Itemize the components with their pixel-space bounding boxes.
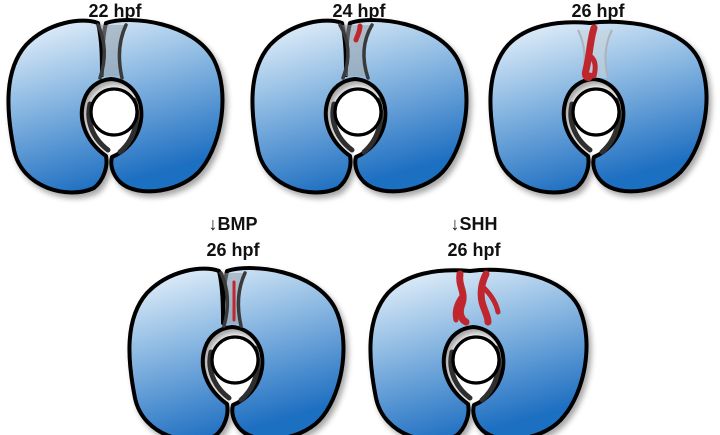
down-arrow-icon: ↓ xyxy=(209,214,218,234)
down-arrow-icon: ↓ xyxy=(450,214,459,234)
retina-rim xyxy=(207,349,232,401)
lens xyxy=(451,335,501,385)
panel-26hpf: 26 hpf xyxy=(488,1,709,195)
panel-bmp-stage-label: 26 hpf xyxy=(206,240,260,260)
panel-shh-26hpf: ↓SHH 26 hpf xyxy=(368,214,589,435)
lens xyxy=(333,87,383,137)
panel-24hpf-stage-label: 24 hpf xyxy=(332,1,386,21)
panel-shh-treatment-label: ↓SHH xyxy=(450,214,497,234)
panel-bmp-26hpf: ↓BMP 26 hpf xyxy=(127,214,346,435)
panel-bmp-treatment-label: ↓BMP xyxy=(209,214,258,234)
lens xyxy=(571,87,621,137)
retina-rim xyxy=(568,101,593,153)
hyaloid-vessel xyxy=(353,23,363,43)
treatment-name: BMP xyxy=(218,214,258,234)
retina-rim xyxy=(330,101,355,153)
hyaloid-vessel-right xyxy=(477,270,492,326)
lens xyxy=(89,87,139,137)
panel-shh-stage-label: 26 hpf xyxy=(447,240,501,260)
panel-24hpf: 24 hpf xyxy=(250,1,469,195)
treatment-name: SHH xyxy=(459,214,497,234)
lens xyxy=(210,335,260,385)
panel-22hpf-stage-label: 22 hpf xyxy=(88,1,142,21)
panel-26hpf-stage-label: 26 hpf xyxy=(571,1,625,21)
hyaloid-vessel-left xyxy=(456,270,470,326)
retina-rim xyxy=(448,349,473,401)
retina-rim xyxy=(86,101,111,153)
panel-22hpf: 22 hpf xyxy=(6,1,225,195)
hyaloid-vessel xyxy=(582,24,598,82)
